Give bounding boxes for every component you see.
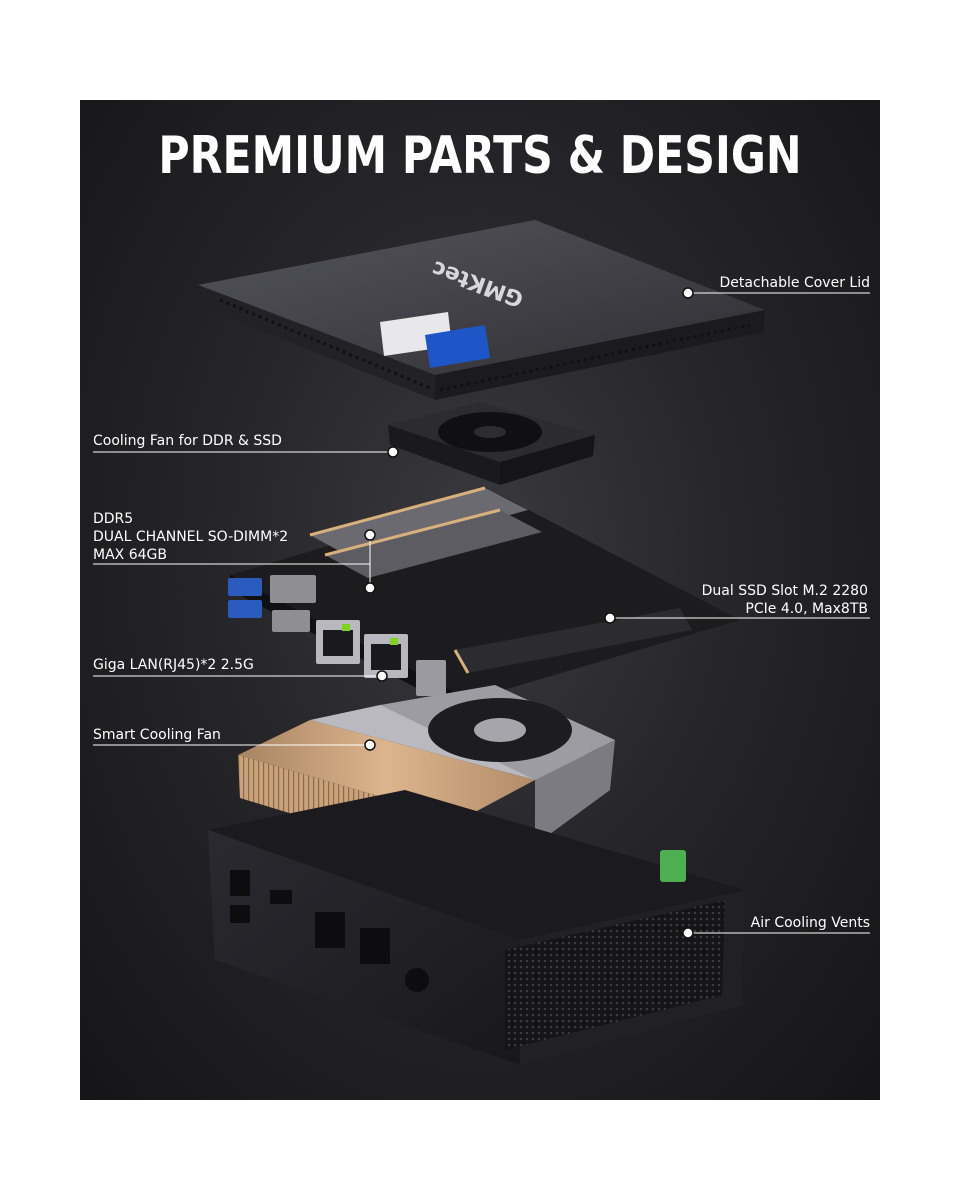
callout-lan: Giga LAN(RJ45)*2 2.5G xyxy=(93,657,254,673)
exploded-view-illustration: GMKtec xyxy=(93,220,870,1065)
product-panel: PREMIUM PARTS & DESIGN xyxy=(80,100,880,1100)
callout-dots xyxy=(364,287,694,939)
motherboard xyxy=(228,486,740,716)
callout-ssd-slot: Dual SSD Slot M.2 2280 PCIe 4.0, Max8TB xyxy=(702,582,868,618)
callout-air-vents: Air Cooling Vents xyxy=(750,915,870,931)
callout-ssd-line2: PCIe 4.0, Max8TB xyxy=(745,601,868,617)
callout-cover-lid: Detachable Cover Lid xyxy=(719,275,870,291)
callout-smart-fan: Smart Cooling Fan xyxy=(93,727,221,743)
callout-ddr5-line2: DUAL CHANNEL SO-DIMM*2 xyxy=(93,529,289,545)
callout-ddr5: DDR5 DUAL CHANNEL SO-DIMM*2 MAX 64GB xyxy=(93,510,288,564)
callout-ddr5-line1: DDR5 xyxy=(93,511,134,527)
cover-lid xyxy=(198,220,765,400)
page-title: PREMIUM PARTS & DESIGN xyxy=(158,126,802,186)
ddr-ssd-cooling-fan xyxy=(388,402,595,485)
callout-ddr5-line3: MAX 64GB xyxy=(93,547,167,563)
chassis-case xyxy=(208,790,745,1065)
callout-cooling-fan-ddr-ssd: Cooling Fan for DDR & SSD xyxy=(93,433,282,449)
callout-ssd-line1: Dual SSD Slot M.2 2280 xyxy=(701,583,868,599)
callout-leaders xyxy=(93,292,870,934)
